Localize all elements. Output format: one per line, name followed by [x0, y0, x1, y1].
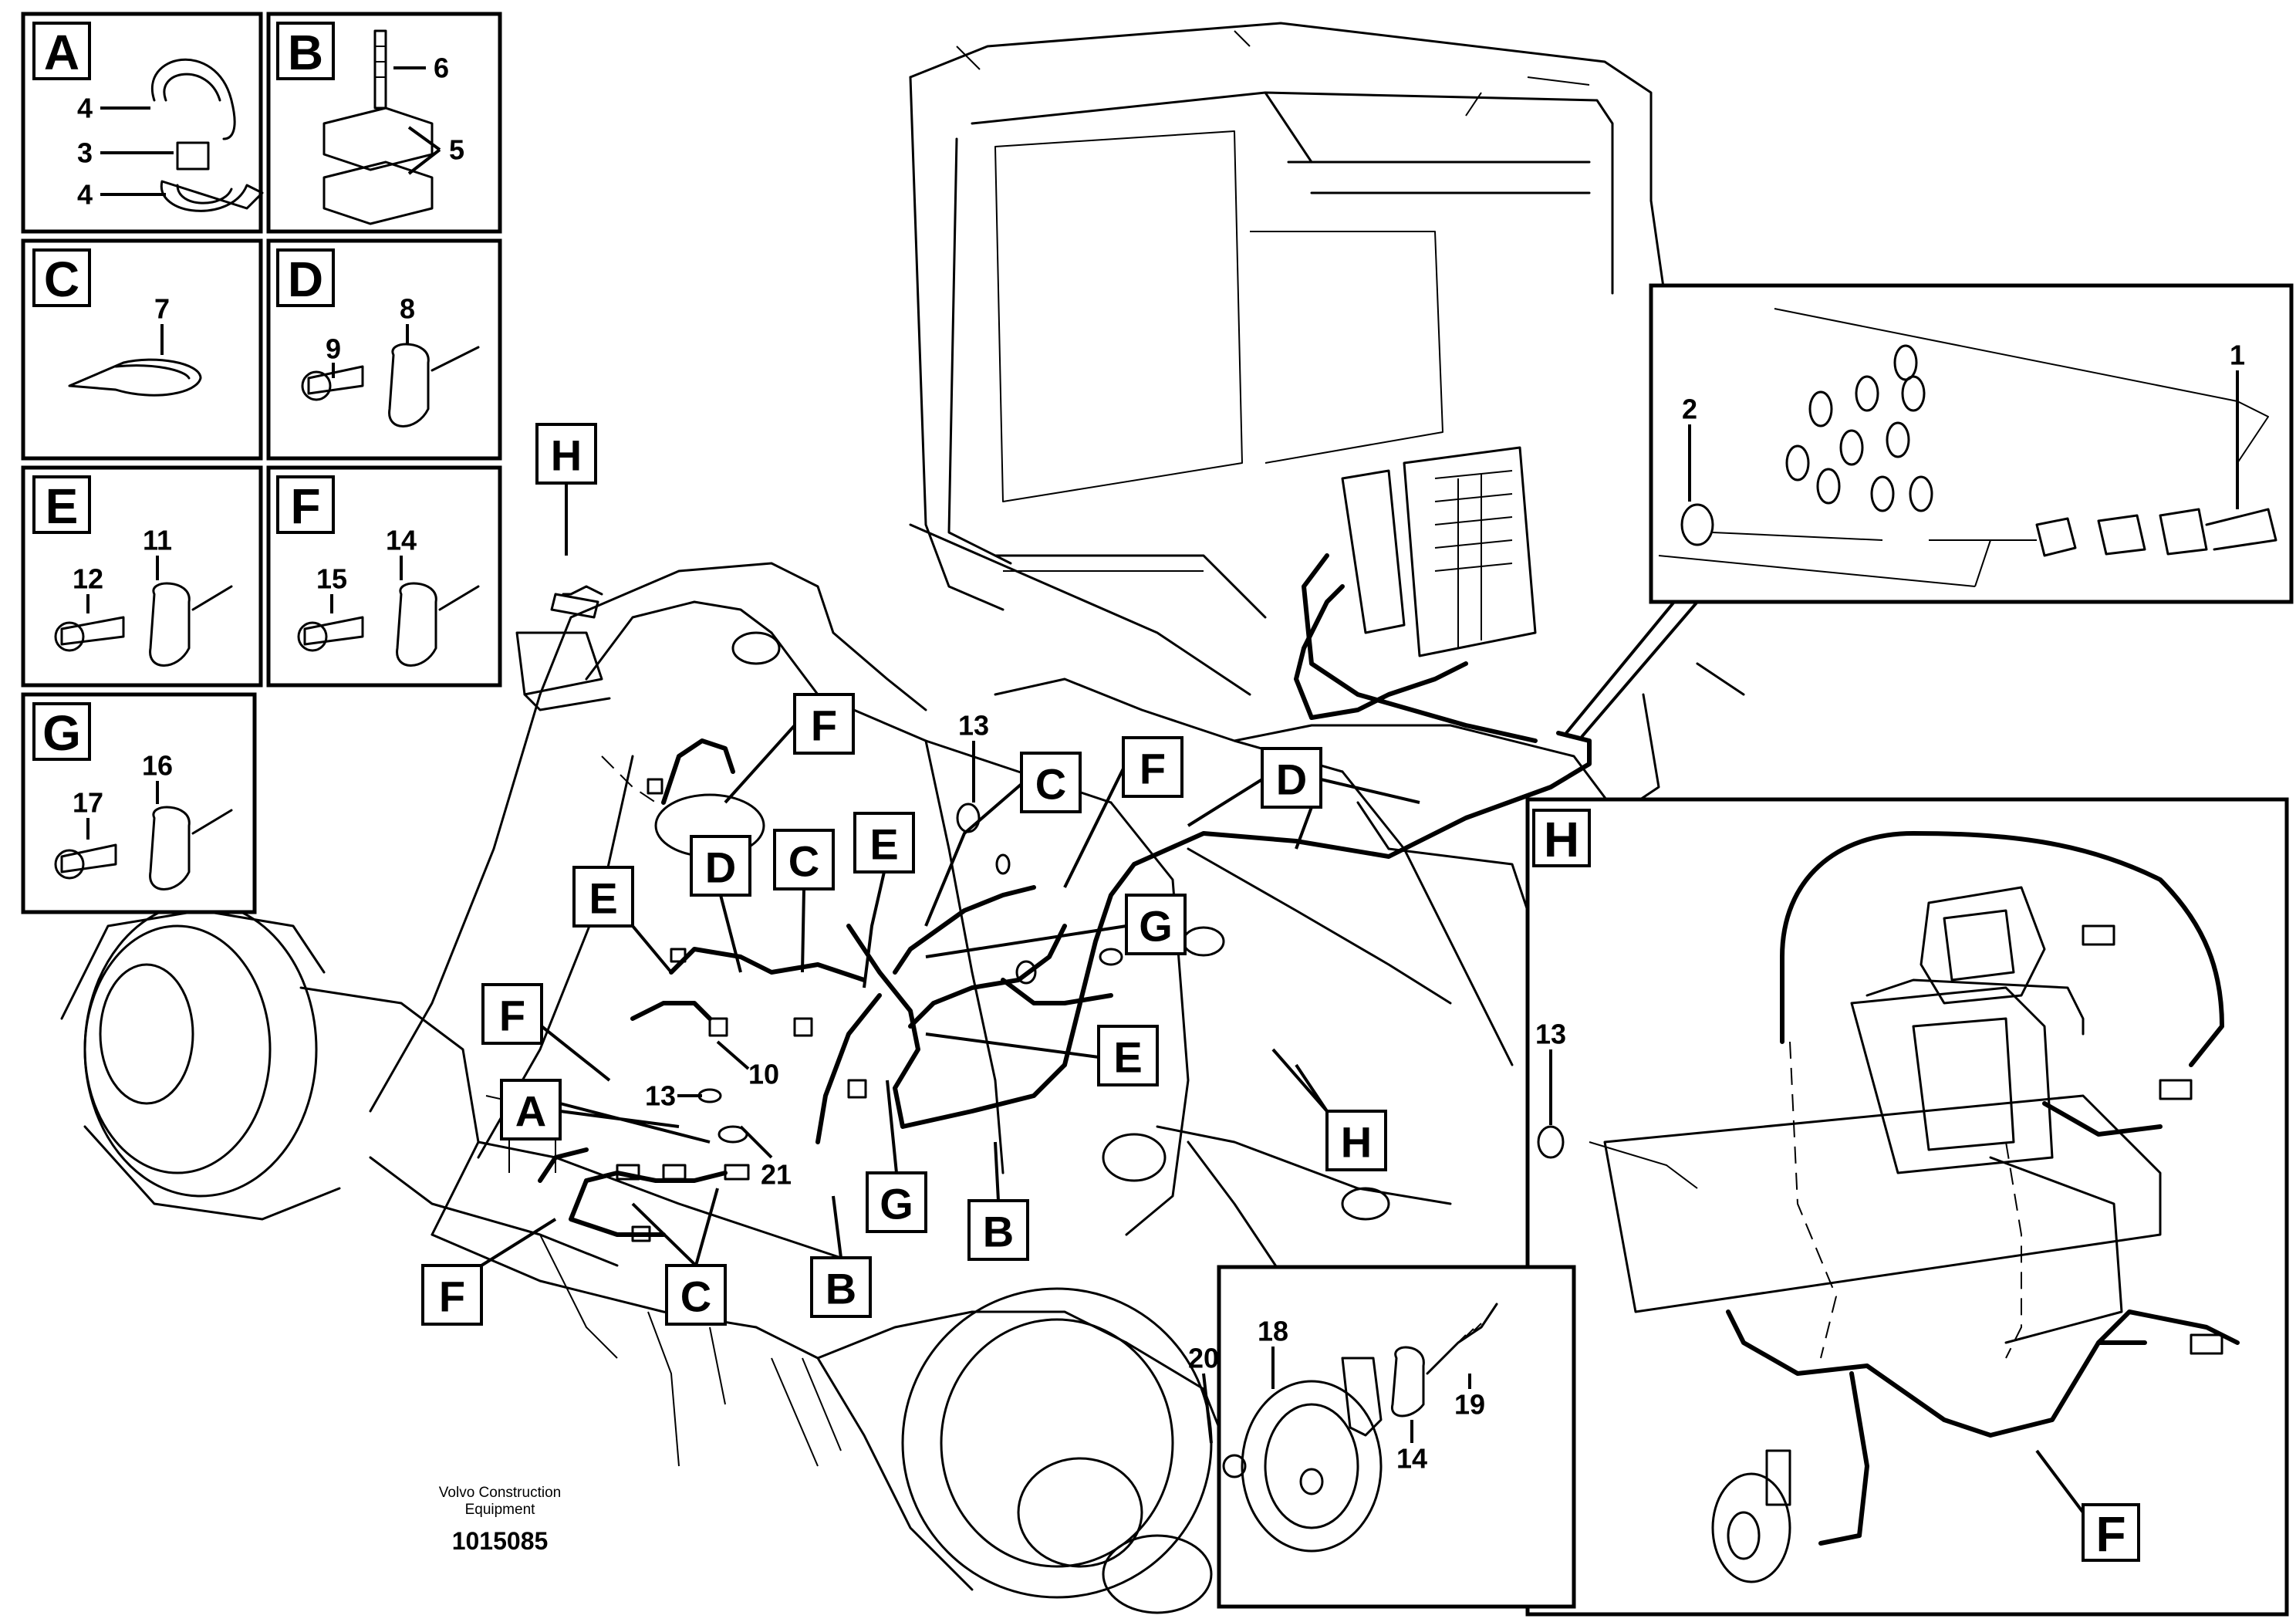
horn-part-18: 18: [1258, 1316, 1288, 1347]
callout-a: A: [500, 1079, 711, 1144]
detail-panel-g: G 17 16: [21, 692, 257, 914]
detail-panel-d: D 9 8: [266, 238, 502, 461]
inset-horn: 18 20 19 14: [1188, 1265, 1576, 1609]
panel-g-part-17: 17: [73, 787, 103, 819]
svg-text:D: D: [1276, 755, 1307, 804]
panel-b-part-6: 6: [434, 52, 449, 84]
panel-a-part-3: 3: [77, 137, 93, 169]
horn-part-20: 20: [1188, 1343, 1219, 1374]
callout-c-3: C: [631, 1188, 727, 1326]
rear-axle: [60, 901, 866, 1467]
callout-d-2: D: [690, 835, 751, 973]
part-21: 21: [761, 1159, 792, 1191]
inset-light-callout-f: F: [2095, 1506, 2125, 1562]
inset-light: H 13 F: [1525, 797, 2289, 1617]
panel-f-part-14: 14: [386, 525, 417, 556]
callout-e-1: E: [853, 812, 915, 988]
callout-b-1: B: [967, 1141, 1029, 1261]
svg-text:B: B: [826, 1265, 856, 1313]
svg-text:D: D: [705, 843, 736, 892]
panel-a-part-4-top: 4: [77, 93, 93, 124]
callout-g-2: G: [866, 1080, 927, 1233]
callout-d-1: D: [1187, 747, 1420, 850]
svg-text:C: C: [1035, 760, 1066, 809]
seat-left: [515, 585, 611, 711]
inset-light-letter: H: [1544, 812, 1579, 867]
callout-c-1: C: [924, 752, 1082, 927]
svg-text:H: H: [1341, 1118, 1372, 1167]
detail-panel-e: E 12 11: [21, 465, 263, 688]
panel-c-part-7: 7: [154, 293, 170, 325]
svg-text:C: C: [788, 837, 819, 886]
inset-light-part-13: 13: [1535, 1019, 1566, 1050]
front-axle: [755, 1287, 1236, 1614]
panel-b-letter: B: [288, 25, 323, 80]
detail-panel-f: F 15 14: [266, 465, 502, 688]
footer-company-line1: Volvo Construction: [439, 1485, 561, 1501]
svg-text:E: E: [589, 874, 617, 923]
callout-f-3: F: [481, 983, 611, 1082]
inset-part-1: 1: [2230, 340, 2245, 371]
panel-f-part-15: 15: [316, 563, 347, 595]
horn-part-19: 19: [1454, 1389, 1485, 1421]
callout-e-2: E: [572, 866, 673, 974]
svg-text:F: F: [499, 992, 525, 1040]
detail-panel-a: A 4 3 4: [21, 12, 264, 234]
detail-panel-b: B 6 5: [266, 12, 502, 234]
footer: Volvo Construction Equipment 1015085: [439, 1485, 561, 1555]
panel-e-letter: E: [46, 478, 79, 534]
panel-g-part-16: 16: [142, 750, 173, 782]
svg-text:F: F: [811, 701, 837, 750]
main-part-numbers: 13 10 13 21: [645, 710, 989, 1191]
fuse-panel: [1302, 446, 1538, 743]
cab-outline: [909, 22, 1745, 804]
panel-e-part-12: 12: [73, 563, 103, 595]
panel-c-letter: C: [44, 252, 79, 307]
panel-d-part-9: 9: [326, 333, 341, 365]
panel-a-letter: A: [44, 25, 79, 80]
part-10: 10: [748, 1059, 779, 1090]
callout-f-4: F: [421, 1218, 557, 1326]
footer-drawing-number: 1015085: [452, 1527, 549, 1555]
svg-text:A: A: [515, 1087, 546, 1136]
svg-text:B: B: [983, 1208, 1014, 1256]
callout-f-1: F: [724, 693, 855, 804]
inset-connector: 2 1: [1649, 283, 2294, 604]
panel-a-part-4-bottom: 4: [77, 179, 93, 211]
callout-h-top: H: [535, 423, 597, 556]
panel-e-part-11: 11: [143, 525, 172, 556]
svg-text:G: G: [1139, 902, 1173, 951]
panel-g-letter: G: [42, 705, 81, 761]
callout-g-1: G: [925, 894, 1187, 958]
panel-f-letter: F: [290, 478, 320, 534]
callout-e-3: E: [925, 1025, 1159, 1086]
callout-h-right-small: [1295, 1063, 1329, 1113]
svg-text:F: F: [1140, 745, 1166, 793]
svg-text:F: F: [439, 1272, 465, 1321]
callout-h-top-letter: H: [551, 431, 582, 480]
panel-d-letter: D: [288, 252, 323, 307]
callout-b-2: B: [810, 1195, 872, 1318]
panel-d-part-8: 8: [400, 293, 415, 325]
svg-text:E: E: [869, 820, 898, 869]
svg-text:E: E: [1113, 1033, 1142, 1082]
callout-c-2: C: [773, 829, 835, 973]
callout-h-mid: H: [1271, 1048, 1387, 1171]
part-13-upper: 13: [958, 710, 989, 742]
wiring-harness: [538, 584, 1592, 1242]
inset-connector-leader: [1565, 600, 1699, 738]
inset-part-2: 2: [1682, 394, 1697, 425]
panel-b-part-5: 5: [449, 134, 464, 166]
detail-panel-c: C 7: [21, 238, 263, 461]
callout-f-2: F: [1063, 736, 1183, 888]
footer-company-line2: Equipment: [465, 1502, 536, 1518]
part-13-lower: 13: [645, 1080, 676, 1112]
horn-part-14: 14: [1396, 1443, 1427, 1475]
svg-text:C: C: [680, 1272, 711, 1321]
svg-text:G: G: [880, 1180, 913, 1228]
